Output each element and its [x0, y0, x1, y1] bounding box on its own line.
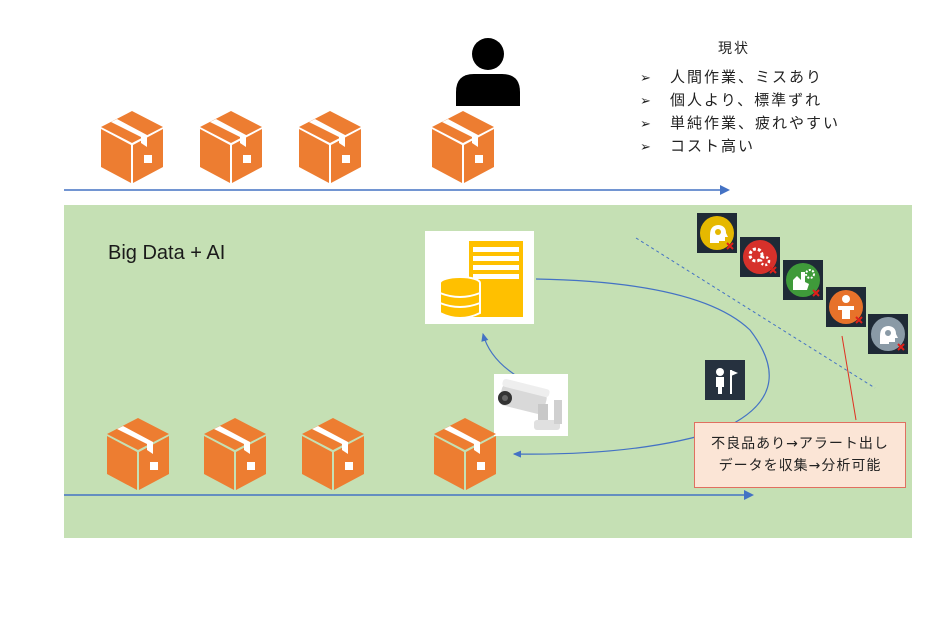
package-box-icon — [434, 418, 496, 490]
bullet-arrow-icon: ➢ — [640, 71, 653, 86]
bullet-arrow-icon: ➢ — [640, 94, 653, 109]
conveyor-arrow-bottom — [64, 490, 754, 500]
dotted-divider — [635, 237, 876, 389]
package-box-icon — [204, 418, 266, 490]
status-item: ➢人間作業、ミスあり — [640, 66, 840, 89]
bigdata-ai-label: Big Data + AI — [108, 242, 226, 264]
status-item: ➢コスト高い — [640, 135, 840, 158]
security-camera-icon — [498, 378, 562, 430]
camera-to-server-arrow — [481, 332, 521, 379]
package-box-icon — [432, 111, 494, 183]
status-item: ➢単純作業、疲れやすい — [640, 112, 840, 135]
package-box-icon — [200, 111, 262, 183]
status-list: ➢人間作業、ミスあり ➢個人より、標準ずれ ➢単純作業、疲れやすい ➢コスト高い — [640, 66, 840, 158]
worker-crossed-icon — [826, 287, 866, 327]
data-loop-arrow — [512, 278, 770, 458]
server-database-tile — [425, 231, 534, 324]
brain-crossed-icon — [868, 314, 908, 354]
status-title: 現状 — [718, 41, 750, 57]
bullet-arrow-icon: ➢ — [640, 140, 653, 155]
server-database-icon — [439, 241, 523, 319]
hand-gear-crossed-icon — [783, 260, 823, 300]
package-box-icon — [299, 111, 361, 183]
worker-flag-icon — [705, 360, 745, 400]
package-box-icon — [101, 111, 163, 183]
status-item: ➢個人より、標準ずれ — [640, 89, 840, 112]
gears-crossed-icon — [740, 237, 780, 277]
note-connector-line — [841, 335, 857, 421]
bullet-arrow-icon: ➢ — [640, 117, 653, 132]
note-line-1: 不良品あり→アラート出し — [711, 436, 889, 452]
person-silhouette-icon — [456, 38, 520, 106]
package-box-icon — [302, 418, 364, 490]
package-box-icon — [107, 418, 169, 490]
security-camera-tile — [494, 374, 568, 436]
head-idea-crossed-icon — [697, 213, 737, 253]
note-line-2: データを収集→分析可能 — [718, 458, 882, 474]
alert-note-box: 不良品あり→アラート出し データを収集→分析可能 — [694, 422, 906, 488]
conveyor-arrow-top — [64, 185, 730, 195]
